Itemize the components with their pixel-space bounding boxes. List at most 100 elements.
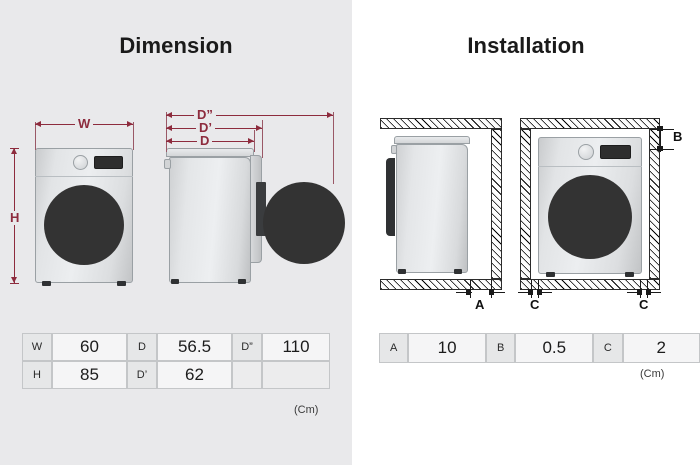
washer-door-glass	[44, 185, 124, 265]
clearance-c-left-line-b	[537, 292, 552, 293]
control-dial-icon-installation	[578, 144, 594, 160]
width-label: W	[75, 117, 94, 131]
left-wall-front	[520, 129, 531, 279]
floor-wall-side	[380, 279, 502, 290]
installation-value-c: 2	[622, 333, 700, 363]
machine-rear-lip	[164, 159, 171, 169]
dimension-panel: Dimension W H D”	[0, 0, 352, 465]
clearance-a-line-left	[456, 292, 472, 293]
machine-foot-front-right	[625, 272, 634, 277]
depth-open-arrow-left	[166, 112, 172, 118]
machine-rear-lip-installation	[391, 145, 397, 154]
depth-open-dimension-line	[166, 115, 333, 116]
control-panel-divider-installation	[538, 166, 642, 167]
control-display	[94, 156, 123, 169]
installation-machine-side	[391, 136, 470, 274]
height-tick-bottom	[10, 283, 19, 284]
clearance-c-left-line-a	[518, 292, 533, 293]
dimension-value-dopen: 110	[262, 333, 330, 361]
installation-unit-label: (Cm)	[640, 368, 665, 380]
width-arrow-left	[35, 121, 41, 127]
width-extension-left	[35, 122, 36, 150]
floor-wall-front	[520, 279, 660, 290]
installation-machine-front	[538, 137, 642, 277]
clearance-b-label: B	[673, 129, 683, 144]
side-view-machine	[164, 148, 254, 284]
ceiling-wall-side	[380, 118, 502, 129]
dimension-unit-label: (Cm)	[294, 404, 319, 416]
control-panel-divider	[35, 176, 133, 177]
machine-foot-side-right	[238, 279, 246, 284]
installation-key-b: B	[486, 333, 516, 363]
height-arrow-top	[11, 148, 17, 154]
dimension-value-empty	[262, 361, 330, 389]
installation-table: A 10 B 0.5 C 2	[379, 333, 700, 363]
table-row: H 85 D’ 62	[22, 361, 330, 389]
depth-door-arrow-right	[256, 125, 262, 131]
clearance-a-arrow-in-left	[466, 289, 471, 295]
machine-top-installation	[394, 136, 470, 144]
clearance-b-dimension-line	[660, 126, 661, 152]
machine-foot-right	[117, 281, 126, 286]
machine-foot-front-left	[546, 272, 555, 277]
clearance-b-arrow-up	[657, 146, 663, 151]
installation-key-a: A	[379, 333, 409, 363]
table-row: W 60 D 56.5 D” 110	[22, 333, 330, 361]
clearance-a-label: A	[475, 297, 485, 312]
clearance-c-left-arrow-in-b	[537, 289, 542, 295]
depth-extension-left	[166, 112, 167, 152]
installation-panel-title: Installation	[467, 33, 585, 58]
machine-body-side	[169, 157, 251, 283]
machine-body-installation-side	[396, 144, 468, 273]
washer-door-glass-installation	[548, 175, 632, 259]
dimension-key-w: W	[22, 333, 52, 361]
control-display-installation	[600, 145, 631, 159]
depth-extension-dopen	[333, 112, 334, 184]
clearance-c-left-arrow-in-a	[528, 289, 533, 295]
depth-arrow-left	[166, 138, 172, 144]
dimension-value-h: 85	[52, 361, 127, 389]
dimension-key-empty	[232, 361, 262, 389]
depth-open-arrow-right	[327, 112, 333, 118]
machine-foot-install-left	[398, 269, 406, 274]
dimension-key-dprime: D’	[127, 361, 157, 389]
height-arrow-bottom	[11, 277, 17, 283]
dimension-value-d: 56.5	[157, 333, 232, 361]
height-label: H	[7, 211, 23, 225]
depth-door-arrow-left	[166, 125, 172, 131]
door-open-arc	[263, 182, 345, 264]
clearance-c-right-label: C	[639, 297, 649, 312]
dimension-value-w: 60	[52, 333, 127, 361]
installation-side-view	[380, 118, 510, 290]
clearance-c-right-arrow-in-b	[646, 289, 651, 295]
installation-value-a: 10	[408, 333, 487, 363]
rear-wall-side	[491, 129, 502, 279]
door-hinge	[256, 182, 266, 236]
installation-key-c: C	[593, 333, 623, 363]
depth-door-label: D’	[196, 121, 215, 135]
table-row: A 10 B 0.5 C 2	[379, 333, 700, 363]
depth-label: D	[197, 134, 213, 148]
depth-extension-d	[254, 130, 255, 152]
installation-value-b: 0.5	[515, 333, 594, 363]
installation-panel: Installation A	[352, 0, 700, 465]
machine-foot-install-right	[454, 269, 462, 274]
dimension-value-dprime: 62	[157, 361, 232, 389]
clearance-a-arrow-in-right	[489, 289, 494, 295]
clearance-c-right-line-b	[646, 292, 661, 293]
ceiling-wall-front	[520, 118, 660, 129]
clearance-c-right-arrow-in-a	[637, 289, 642, 295]
width-arrow-right	[127, 121, 133, 127]
door-edge-installation-side	[386, 158, 395, 236]
front-view-machine	[35, 148, 133, 286]
clearance-c-left-label: C	[530, 297, 540, 312]
width-extension-right	[133, 122, 134, 150]
dimension-table: W 60 D 56.5 D” 110 H 85 D’ 62	[22, 333, 330, 389]
right-wall-front	[649, 129, 660, 279]
dimension-key-h: H	[22, 361, 52, 389]
depth-extension-dprime	[262, 120, 263, 158]
machine-foot-side-left	[171, 279, 179, 284]
dimension-key-dopen: D”	[232, 333, 262, 361]
dimension-key-d: D	[127, 333, 157, 361]
depth-arrow-right	[248, 138, 254, 144]
